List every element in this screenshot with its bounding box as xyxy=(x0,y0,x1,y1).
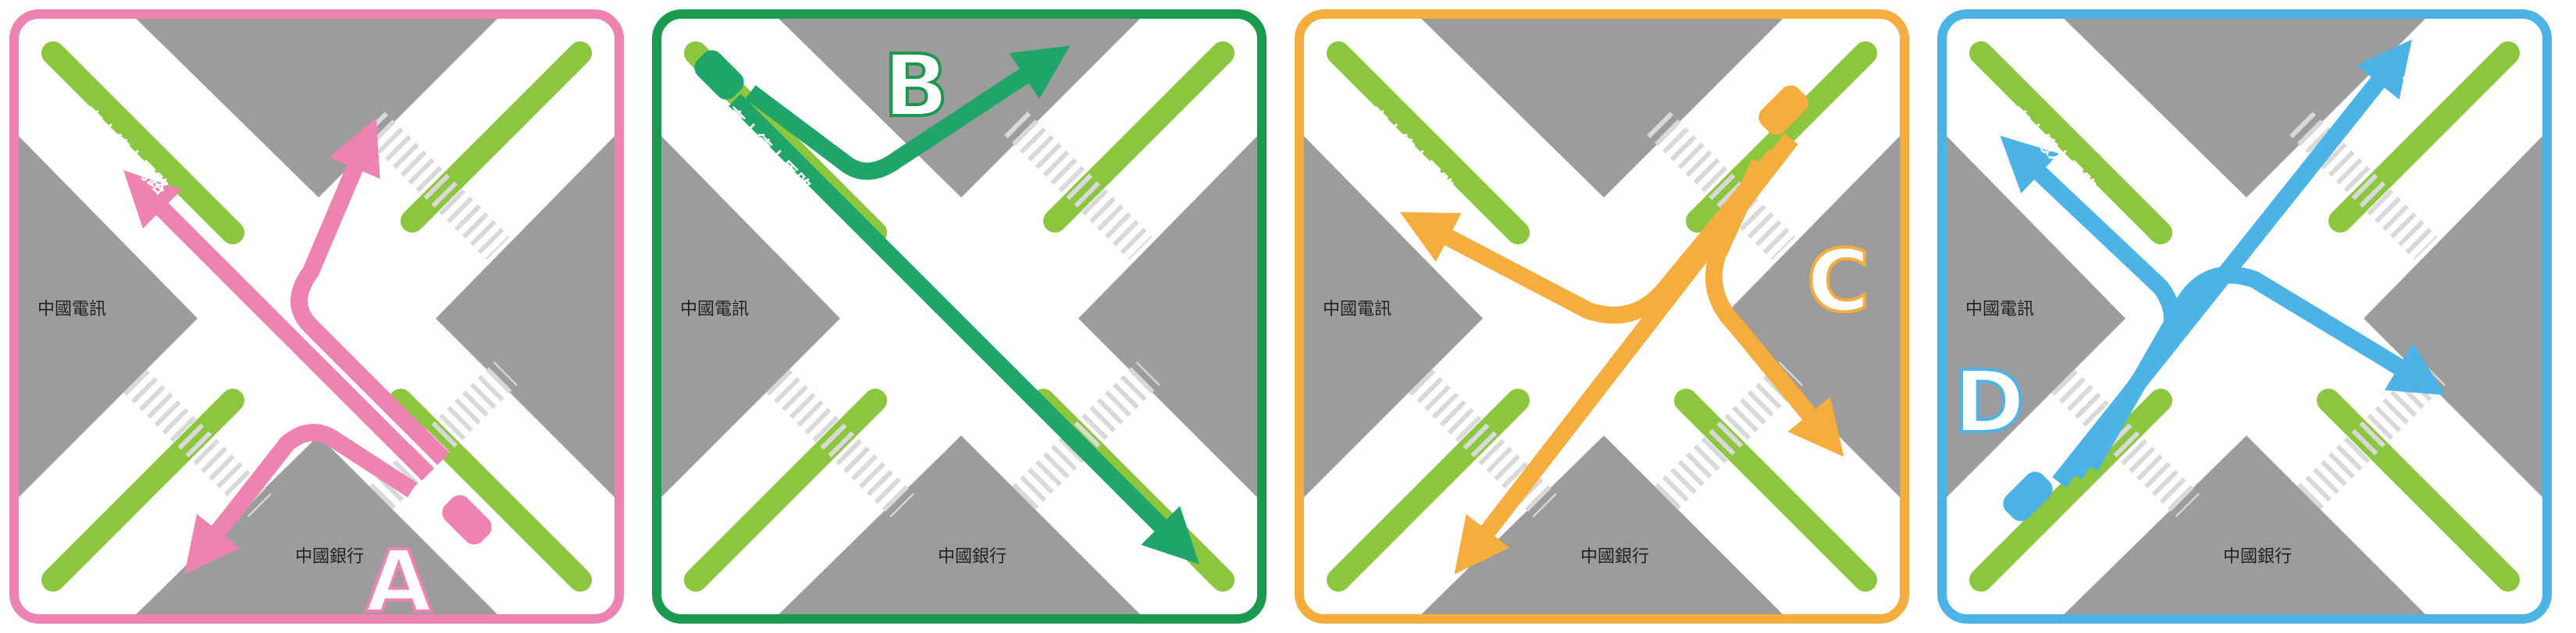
panel-b: 高士德大馬路 俾利喇街 中國電訊 中國銀行 B xyxy=(649,6,1270,627)
panel-border xyxy=(9,9,624,624)
panel-d: 高士德大馬路 俾利喇街 中國電訊 中國銀行 D xyxy=(1934,6,2555,627)
median-nw xyxy=(1327,41,1530,244)
city-block-south xyxy=(2051,436,2438,619)
city-block-west xyxy=(1299,123,1483,510)
car-icon xyxy=(2003,471,2053,521)
landmark-south: 中國銀行 xyxy=(1580,547,1649,567)
crosswalk-sw xyxy=(1409,369,1557,517)
crosswalk-ne xyxy=(2289,112,2438,260)
route-arrow-b-straight xyxy=(729,94,1199,564)
route-arrow-a-left xyxy=(290,117,450,465)
city-block-east xyxy=(436,123,619,510)
panel-border xyxy=(1937,9,2552,624)
city-block-north xyxy=(123,14,510,197)
route-arrow-c-right xyxy=(1399,149,1783,324)
car-icon xyxy=(442,495,492,545)
crosswalk-se xyxy=(2297,361,2446,510)
city-block-west xyxy=(657,123,840,510)
crosswalk-ne xyxy=(1647,112,1795,260)
panel-letter: C xyxy=(1807,231,1870,331)
panel-a: 高士德大馬路 俾利喇街 中國電訊 中國銀行 A xyxy=(6,6,627,627)
crosswalk-ne xyxy=(362,112,510,260)
panel-border xyxy=(652,9,1267,624)
panel-letter: A xyxy=(365,532,432,627)
crosswalk-se xyxy=(1012,361,1160,510)
route-arrow-a-right xyxy=(184,424,417,574)
panel-c: 高士德大馬路 俾利喇街 中國電訊 中國銀行 C xyxy=(1292,6,1912,627)
median-sw xyxy=(1969,389,2172,592)
panel-letter: D xyxy=(1954,352,2025,452)
city-block-north xyxy=(2051,14,2438,197)
city-block-west xyxy=(14,123,198,510)
crosswalk-sw xyxy=(2051,369,2200,517)
city-block-west xyxy=(1942,123,2125,510)
landmark-north-west: 中國電訊 xyxy=(680,300,749,319)
crosswalk-ne xyxy=(1004,112,1153,260)
car-icon xyxy=(1758,85,1808,135)
landmark-north-west: 中國電訊 xyxy=(37,300,106,319)
city-block-east xyxy=(2364,123,2547,510)
panel-letter: B xyxy=(883,36,949,136)
car-icon xyxy=(694,50,744,100)
median-ne xyxy=(401,41,592,233)
route-arrow-c-uturn xyxy=(1705,158,1844,457)
city-block-south xyxy=(766,436,1153,619)
median-sw xyxy=(41,389,244,592)
city-block-south xyxy=(1409,436,1795,619)
median-se xyxy=(389,389,592,592)
panel-border xyxy=(1295,9,1909,624)
landmark-south: 中國銀行 xyxy=(295,547,364,567)
median-ne xyxy=(1043,41,1235,233)
city-block-south xyxy=(123,436,510,619)
median-se xyxy=(2317,389,2520,592)
median-se xyxy=(1674,389,1877,592)
landmark-south: 中國銀行 xyxy=(938,547,1007,567)
median-ne xyxy=(1686,41,1877,233)
landmark-north-west: 中國電訊 xyxy=(1965,300,2034,319)
crosswalk-sw xyxy=(766,369,914,517)
median-sw xyxy=(1327,389,1530,592)
crosswalk-se xyxy=(1655,361,1803,510)
intersection-diagram-a: 高士德大馬路 俾利喇街 中國電訊 中國銀行 A xyxy=(9,9,624,627)
intersection-diagram-d: 高士德大馬路 俾利喇街 中國電訊 中國銀行 D xyxy=(1937,9,2552,624)
landmark-south: 中國銀行 xyxy=(2223,547,2292,567)
crosswalk-se xyxy=(369,361,518,510)
route-arrow-d-right xyxy=(2083,266,2446,471)
crosswalk-sw xyxy=(123,369,272,517)
city-block-east xyxy=(1721,123,1904,510)
route-arrow-b-left xyxy=(745,45,1071,180)
landmark-north-west: 中國電訊 xyxy=(1323,300,1391,319)
median-nw xyxy=(41,41,244,244)
median-ne xyxy=(2328,41,2520,233)
intersection-diagram-c: 高士德大馬路 俾利喇街 中國電訊 中國銀行 C xyxy=(1295,9,1909,624)
city-block-east xyxy=(1078,123,1262,510)
city-block-north xyxy=(1409,14,1795,197)
median-sw xyxy=(684,389,887,592)
intersection-diagram-b: 高士德大馬路 俾利喇街 中國電訊 中國銀行 B xyxy=(652,9,1267,624)
median-nw xyxy=(1969,41,2172,244)
route-arrow-a-straight xyxy=(123,170,434,481)
